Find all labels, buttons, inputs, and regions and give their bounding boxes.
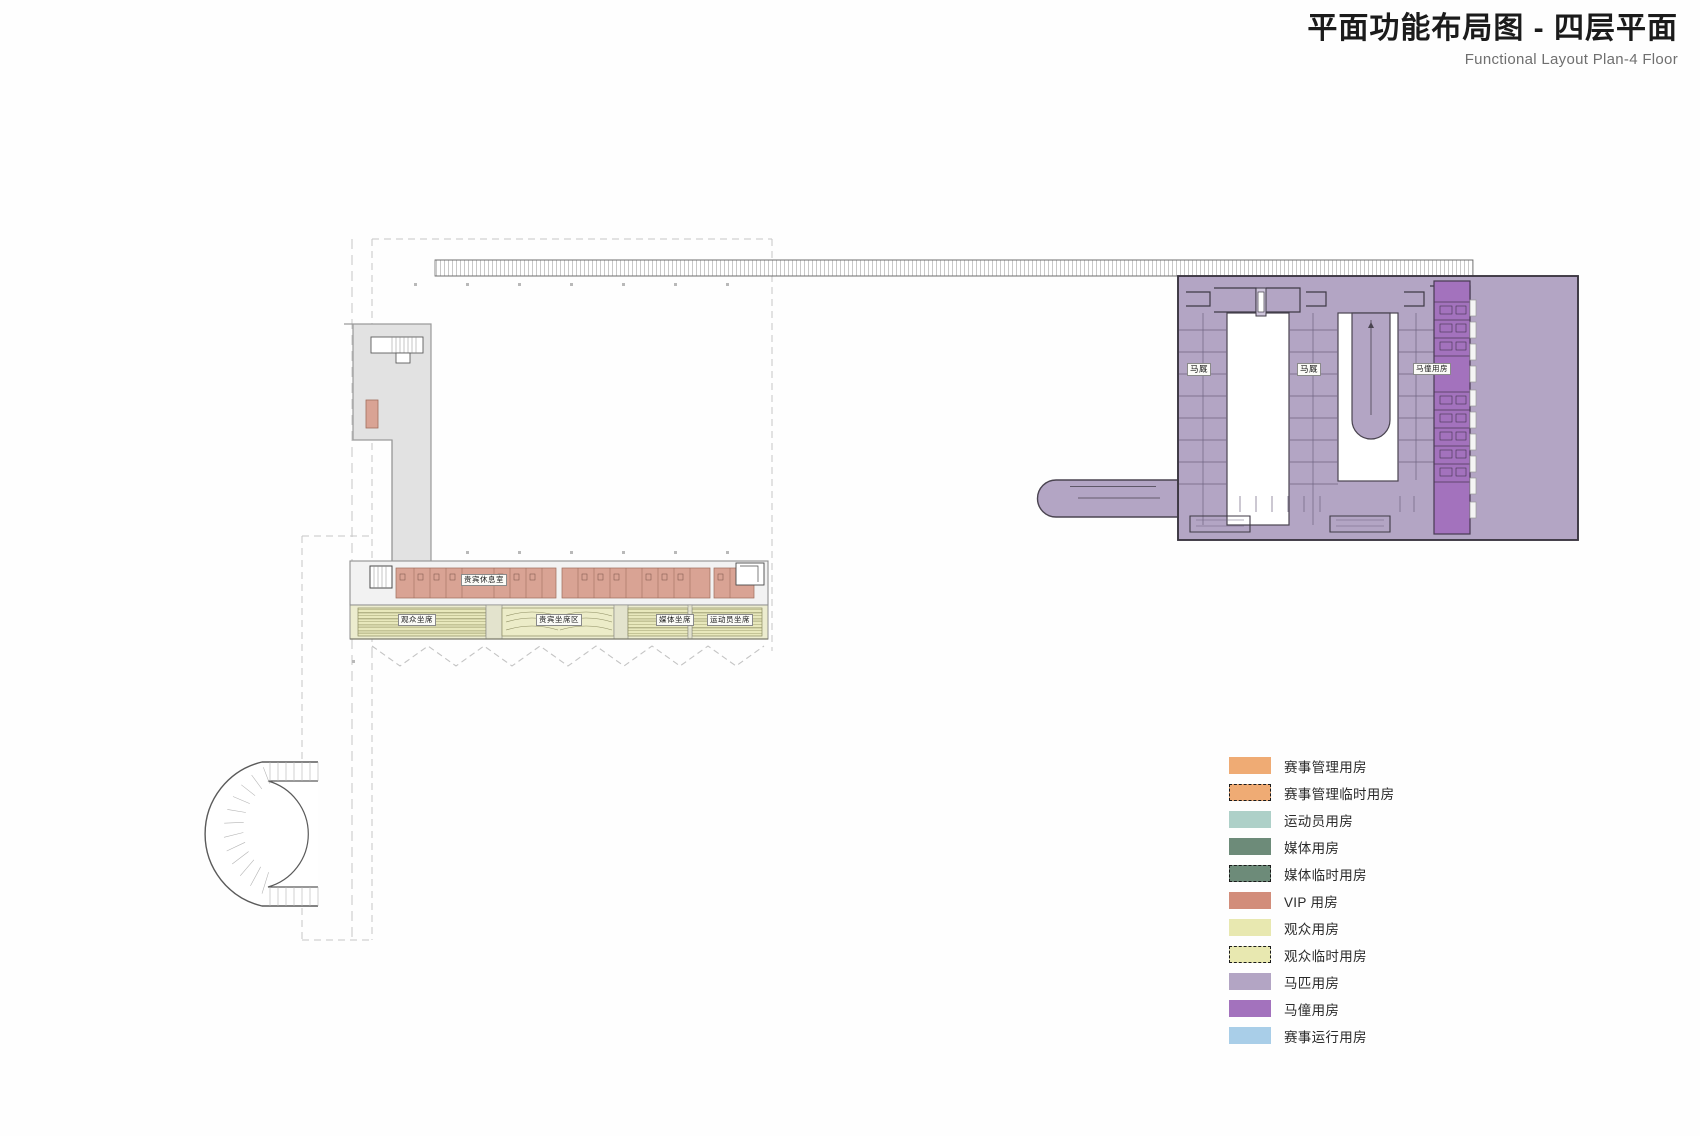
legend-label-event-management: 赛事管理用房: [1284, 759, 1367, 775]
legend-swatch-athlete: [1229, 811, 1271, 828]
legend-item: 赛事管理临时用房: [1229, 779, 1394, 806]
grandstand-vip-strip: [349, 560, 769, 606]
legend-label-athlete: 运动员用房: [1284, 813, 1353, 829]
southwest-curved-canopy: [204, 761, 319, 907]
legend-swatch-event-operations: [1229, 1027, 1271, 1044]
legend-item: 赛事运行用房: [1229, 1022, 1394, 1049]
field-edge-zigzag: [371, 645, 765, 667]
room-label-vip-lounge: 贵宾休息室: [461, 574, 507, 586]
stables-building: [1036, 275, 1579, 541]
legend-item: 媒体用房: [1229, 833, 1394, 860]
legend-item: 媒体临时用房: [1229, 860, 1394, 887]
legend-label-media-temp: 媒体临时用房: [1284, 867, 1367, 883]
legend-swatch-media-temp: [1229, 865, 1271, 882]
legend-label-event-operations: 赛事运行用房: [1284, 1029, 1367, 1045]
room-label-groom-rooms: 马僮用房: [1413, 363, 1451, 375]
page-subtitle: Functional Layout Plan-4 Floor: [1464, 50, 1678, 68]
legend-item: 赛事管理用房: [1229, 752, 1394, 779]
legend-swatch-media: [1229, 838, 1271, 855]
legend-item: 运动员用房: [1229, 806, 1394, 833]
legend-item: VIP 用房: [1229, 887, 1394, 914]
north-canopy-band: [434, 259, 1474, 277]
legend-label-spectator: 观众用房: [1284, 921, 1340, 937]
legend-swatch-event-management: [1229, 757, 1271, 774]
legend-swatch-horse: [1229, 973, 1271, 990]
room-label-spectator-seats: 观众坐席: [398, 614, 436, 626]
legend-item: 观众临时用房: [1229, 941, 1394, 968]
legend-label-horse: 马匹用房: [1284, 975, 1340, 991]
legend-swatch-spectator-temp: [1229, 946, 1271, 963]
legend-label-event-management-temp: 赛事管理临时用房: [1284, 786, 1395, 802]
title-block: 平面功能布局图 - 四层平面 Functional Layout Plan-4 …: [1307, 12, 1678, 68]
legend-label-media: 媒体用房: [1284, 840, 1340, 856]
room-label-athlete-seats: 运动员坐席: [707, 614, 753, 626]
room-label-stable-2: 马厩: [1297, 363, 1322, 376]
legend-label-groom: 马僮用房: [1284, 1002, 1340, 1018]
legend-item: 马僮用房: [1229, 995, 1394, 1022]
legend-label-spectator-temp: 观众临时用房: [1284, 948, 1367, 964]
legend: 赛事管理用房 赛事管理临时用房 运动员用房 媒体用房 媒体临时用房 VIP 用房…: [1229, 752, 1394, 1049]
page-title: 平面功能布局图 - 四层平面: [1307, 12, 1678, 45]
room-label-vip-seating-area: 贵宾坐席区: [536, 614, 582, 626]
legend-swatch-event-management-temp: [1229, 784, 1271, 801]
legend-swatch-groom: [1229, 1000, 1271, 1017]
legend-swatch-vip: [1229, 892, 1271, 909]
legend-item: 马匹用房: [1229, 968, 1394, 995]
room-label-media-seats: 媒体坐席: [656, 614, 694, 626]
legend-label-vip: VIP 用房: [1284, 894, 1339, 910]
west-grey-mass: [344, 323, 432, 566]
legend-item: 观众用房: [1229, 914, 1394, 941]
legend-swatch-spectator: [1229, 919, 1271, 936]
room-label-stable-1: 马厩: [1187, 363, 1212, 376]
